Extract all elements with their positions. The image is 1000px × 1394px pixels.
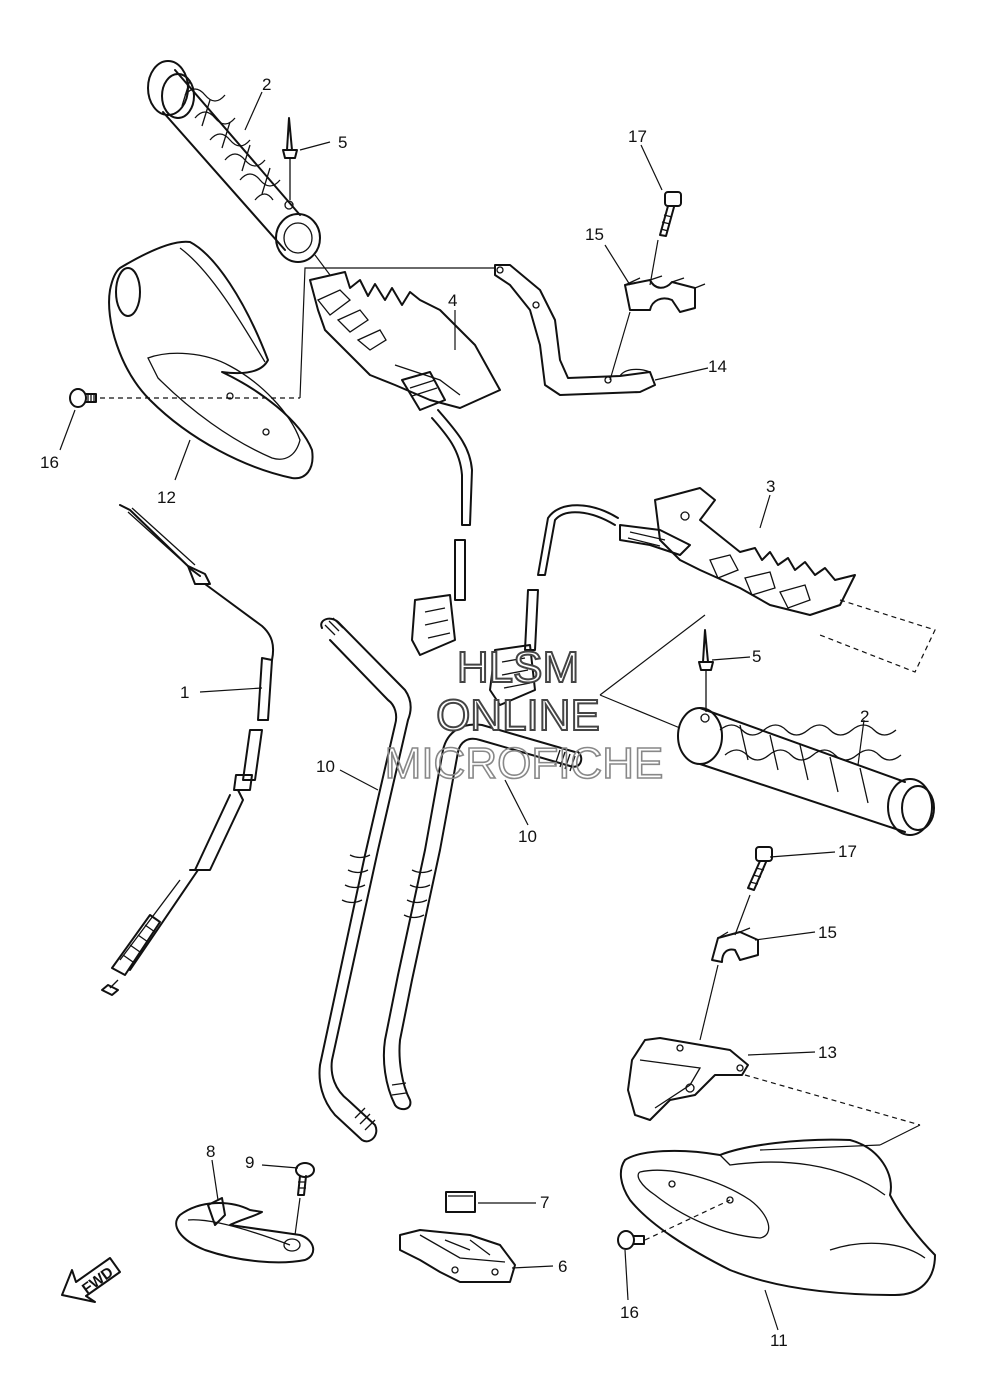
fwd-label: FWD [79,1264,117,1298]
forward-arrow-icon: FWD [61,1257,121,1303]
callout-8: 8 [206,1142,215,1161]
hand-guard-right [619,1138,936,1296]
grip-left [147,60,321,263]
callout-4: 4 [448,291,457,310]
callout-5-top: 5 [338,133,347,152]
rivet-right [698,629,714,712]
callout-16-left: 16 [40,453,59,472]
callout-1: 1 [180,683,189,702]
watermark-line-3: MICROFICHE [385,739,664,788]
cover-part-8 [175,1197,315,1264]
callout-17-right: 17 [838,842,857,861]
screw-part-9 [294,1162,315,1236]
heater-wire-right [382,723,583,1111]
callout-16-right: 16 [620,1303,639,1322]
grip-right [599,614,935,836]
bracket-top [494,264,656,396]
heater-element-top [309,271,501,526]
callout-2-top: 2 [262,75,271,94]
callout-2-right: 2 [860,707,869,726]
callout-14: 14 [708,357,727,376]
callout-15-right: 15 [818,923,837,942]
callout-11: 11 [770,1331,788,1350]
watermark: HLSM ONLINE MICROFICHE [384,642,664,789]
callout-12: 12 [157,488,176,507]
clamp-top [609,239,706,381]
clamp-right [699,927,759,1041]
throttle-cable [101,504,275,996]
connector-right [489,589,539,706]
callout-3: 3 [766,477,775,496]
callout-5-right: 5 [752,647,761,666]
watermark-line-2: ONLINE [436,691,600,740]
callout-13: 13 [818,1043,837,1062]
callout-10-right: 10 [518,827,537,846]
bolt-top [659,191,682,237]
callout-15-top: 15 [585,225,604,244]
callout-10-left: 10 [316,757,335,776]
bracket-right [627,1037,749,1121]
heater-wire-left [318,617,412,1143]
screw-right [617,1199,731,1250]
holder-part-6 [399,1229,516,1283]
callout-6: 6 [558,1257,567,1276]
callout-9: 9 [245,1153,254,1172]
watermark-line-1: HLSM [457,643,579,692]
rivet-top [282,117,298,200]
pad-part-7 [445,1191,476,1213]
hand-guard-left [108,240,314,480]
callout-17-top: 17 [628,127,647,146]
connector-left [411,539,466,656]
callout-7: 7 [540,1193,549,1212]
screw-left [69,388,97,408]
heater-element-right [537,487,936,673]
bolt-right [734,846,773,936]
